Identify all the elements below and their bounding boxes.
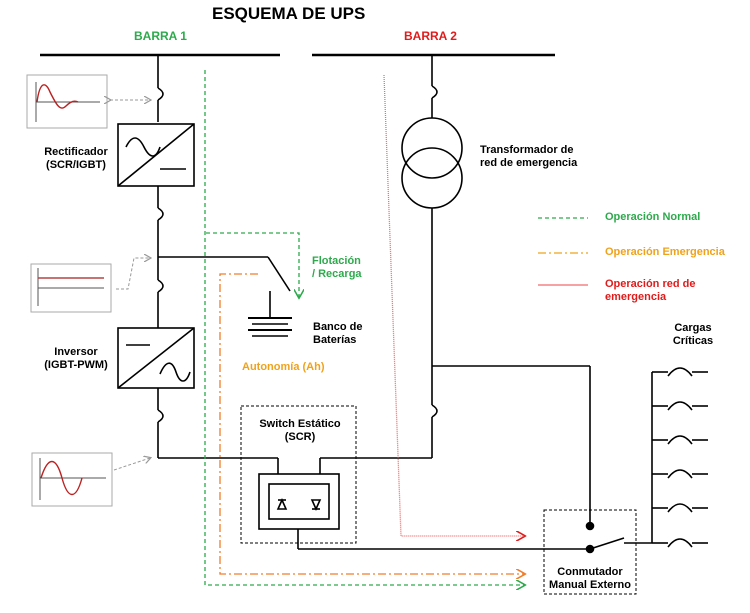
static-switch-label: Switch Estático(SCR) (259, 418, 341, 443)
static-switch-wiring (277, 457, 590, 550)
flotacion-label: Flotación/ Recarga (312, 255, 362, 280)
emergency-operation-path (219, 273, 524, 574)
rectifier-label: Rectificador(SCR/IGBT) (44, 146, 108, 171)
battery-symbol (248, 317, 292, 337)
battery-waveform-thumb (30, 263, 112, 313)
inverter-waveform-thumb (31, 452, 113, 507)
barra2-branch (431, 55, 591, 526)
rectifier-block (117, 123, 195, 187)
battery-branch (158, 256, 291, 318)
transformer-symbol (401, 117, 463, 209)
autonomia-label: Autonomía (Ah) (242, 361, 325, 373)
barra2-label: BARRA 2 (404, 29, 457, 43)
manual-commutator-box (543, 509, 637, 595)
recharge-path (206, 232, 299, 297)
inverter-block (117, 327, 195, 389)
legend-red-label: Operación red de emergencia (605, 278, 696, 303)
static-switch-dashed-box (240, 405, 357, 544)
legend-normal-label: Operación Normal (605, 211, 701, 223)
static-switch-scr (258, 473, 340, 530)
normal-operation-path (204, 70, 524, 585)
barra1-label: BARRA 1 (134, 29, 187, 43)
rectifier-waveform-thumb (26, 74, 108, 129)
inverter-label: Inversor(IGBT-PWM) (44, 346, 108, 371)
main-branch (157, 55, 278, 459)
critical-loads (651, 367, 708, 548)
legend-emergencia-label: Operación Emergencia (605, 246, 725, 258)
diagram-title: ESQUEMA DE UPS (212, 4, 366, 23)
manual-commutator-contacts (585, 521, 652, 554)
